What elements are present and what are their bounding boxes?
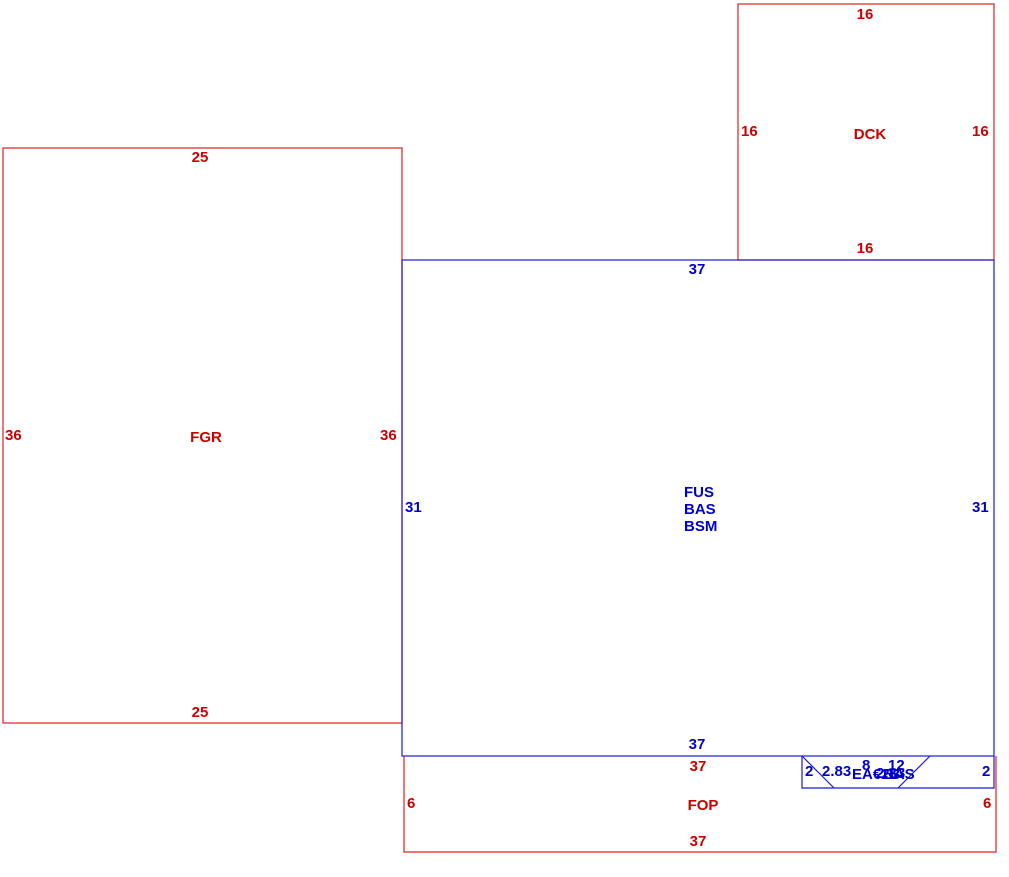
- dck-label: DCK: [854, 126, 887, 143]
- main-left-dimension: 31: [405, 499, 422, 516]
- bay-label-overlap: EA€2B: [852, 766, 901, 783]
- fop-area: 37 37 6 6 FOP: [403, 756, 997, 853]
- main-top-dimension: 37: [689, 261, 706, 278]
- main-label-bsm: BSM: [684, 518, 717, 535]
- main-label-bas: BAS: [684, 501, 716, 518]
- bay-diagonal-right: [897, 755, 931, 789]
- dck-bottom-dimension: 16: [857, 240, 874, 257]
- main-outline: [401, 259, 995, 757]
- fop-outline: [403, 756, 997, 853]
- fop-bottom-dimension: 37: [690, 833, 707, 850]
- dck-right-dimension: 16: [972, 123, 989, 140]
- bay-right-dimension: 2: [982, 763, 990, 780]
- bay-diagonal-left: [801, 755, 835, 789]
- fgr-left-dimension: 36: [5, 427, 22, 444]
- fop-right-dimension: 6: [983, 795, 991, 812]
- main-area: 37 37 31 31 FUS BAS BSM: [401, 259, 995, 757]
- main-label-fus: FUS: [684, 484, 714, 501]
- bay-left-dimension: 2: [805, 763, 813, 780]
- bay-top-dimension-a: 8: [862, 757, 870, 774]
- bay-top-dimension-b: 12: [888, 757, 905, 774]
- fop-top-dimension: 37: [690, 758, 707, 775]
- fgr-top-dimension: 25: [192, 149, 209, 166]
- dck-top-dimension: 16: [857, 6, 874, 23]
- bay-diagonal-dimension: 2.83: [822, 763, 851, 780]
- dck-left-dimension: 16: [741, 123, 758, 140]
- fgr-area: 25 25 36 36 FGR: [2, 147, 403, 724]
- main-bottom-dimension: 37: [689, 736, 706, 753]
- fgr-label: FGR: [190, 429, 222, 446]
- fgr-bottom-dimension: 25: [192, 704, 209, 721]
- fop-label: FOP: [688, 797, 719, 814]
- fgr-right-dimension: 36: [380, 427, 397, 444]
- bay-top-dimension-c: 2.83: [876, 765, 905, 782]
- dck-area: 16 16 16 16 DCK: [737, 3, 995, 261]
- bay-area: 2 2 2.83 8 12 2.83 EA€2B BAS: [801, 755, 995, 789]
- fop-left-dimension: 6: [407, 795, 415, 812]
- bay-label: BAS: [883, 766, 915, 783]
- main-right-dimension: 31: [972, 499, 989, 516]
